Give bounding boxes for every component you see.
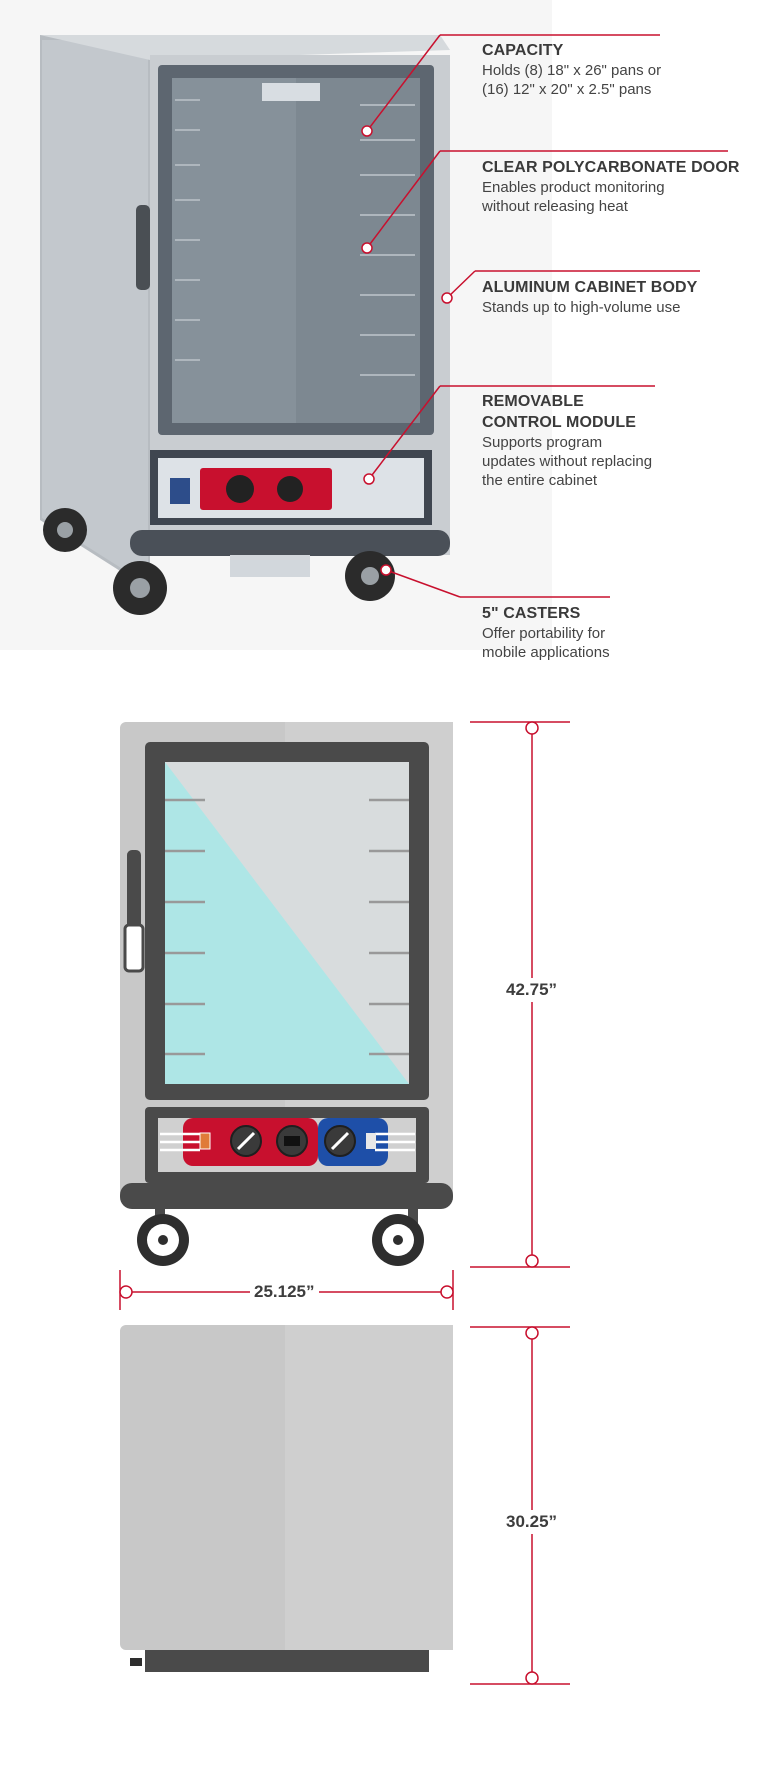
caster-icons [137, 1214, 424, 1266]
callout-title: CONTROL MODULE [482, 414, 636, 431]
callout-desc-line: Enables product monitoring [482, 179, 665, 196]
callout-title: 5" CASTERS [482, 605, 581, 622]
callout-title: ALUMINUM CABINET BODY [482, 279, 698, 296]
callout-capacity: CAPACITY Holds (8) 18" x 26" pans or (16… [482, 40, 661, 99]
control-dial [226, 475, 254, 503]
callout-polycarbonate-door: CLEAR POLYCARBONATE DOOR Enables product… [482, 157, 740, 216]
callout-desc-line: Offer portability for [482, 625, 606, 642]
callout-title: REMOVABLE [482, 393, 584, 410]
dimension-height-lower: 30.25” [502, 1510, 562, 1534]
callout-aluminum-body: ALUMINUM CABINET BODY Stands up to high-… [482, 277, 697, 317]
bumper [130, 530, 450, 556]
callout-desc-line: mobile applications [482, 644, 610, 661]
dimension-height-upper: 42.75” [502, 978, 562, 1002]
callout-desc-line: the entire cabinet [482, 472, 598, 489]
callout-leaders [361, 34, 728, 598]
callout-title: CAPACITY [482, 42, 564, 59]
callout-desc-line: updates without replacing [482, 453, 653, 470]
dial-icons [230, 1125, 356, 1157]
callout-desc-line: (16) 12" x 20" x 2.5" pans [482, 81, 652, 98]
callout-control-module: REMOVABLE CONTROL MODULE Supports progra… [482, 391, 652, 490]
callout-desc-line: Stands up to high-volume use [482, 299, 681, 316]
cabinet-photo [0, 0, 552, 650]
callout-title: CLEAR POLYCARBONATE DOOR [482, 159, 740, 176]
pan-slots [165, 798, 409, 1056]
callout-desc-line: Holds (8) 18" x 26" pans or [482, 62, 662, 79]
cabinet-illustration-upper [120, 722, 453, 1266]
callout-desc-line: Supports program [482, 434, 603, 451]
display-readout [277, 476, 303, 502]
door-badge [262, 83, 320, 101]
door-handle [136, 205, 150, 290]
dimension-width: 25.125” [250, 1280, 319, 1304]
caster-wheels [43, 508, 395, 615]
callout-desc-line: without releasing heat [482, 198, 628, 215]
pan-rails [175, 99, 415, 376]
cabinet-illustration-lower [120, 1325, 453, 1672]
callout-casters: 5" CASTERS Offer portability for mobile … [482, 603, 610, 662]
